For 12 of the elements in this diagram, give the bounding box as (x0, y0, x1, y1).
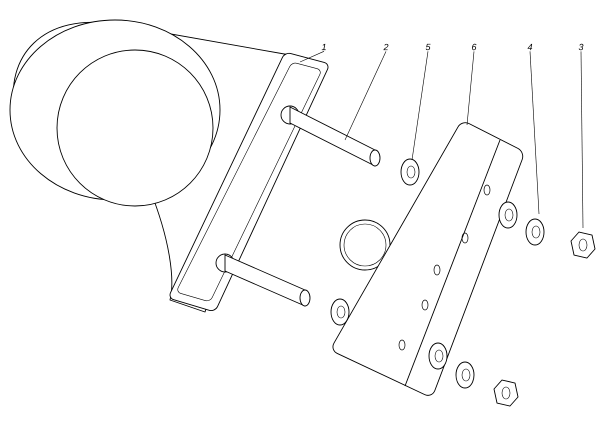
leader-line (466, 51, 474, 126)
leader-line (300, 51, 324, 62)
callout-number: 4 (528, 44, 532, 50)
leader-line (580, 51, 584, 228)
callout-number: 3 (578, 44, 584, 50)
callout-number: 5 (426, 44, 431, 50)
leader-line (412, 51, 428, 160)
callout-number: 6 (472, 44, 476, 50)
callout-number: 1 (322, 44, 326, 50)
leader-line (530, 51, 540, 214)
leader-line (344, 51, 386, 140)
callout-number: 2 (383, 44, 388, 50)
